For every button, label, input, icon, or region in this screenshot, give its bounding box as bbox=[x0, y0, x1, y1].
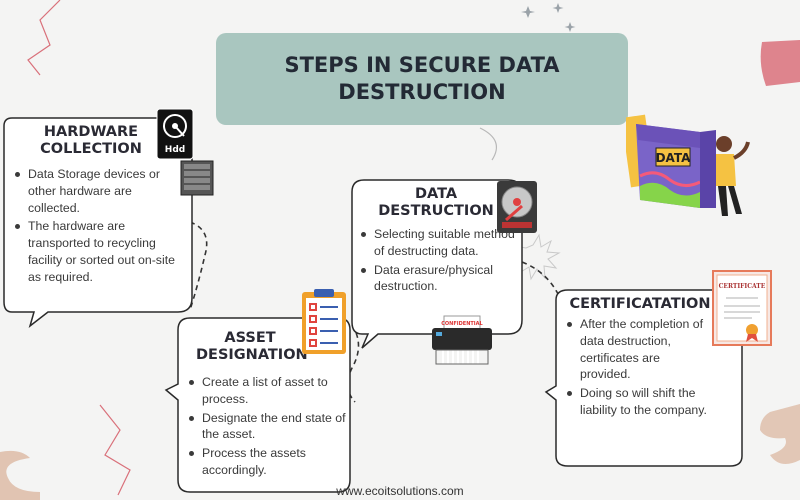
bubble-certification bbox=[544, 289, 743, 467]
step-list-asset-designation: Create a list of asset to process. Desig… bbox=[188, 374, 346, 481]
list-item: Selecting suitable method of destructing… bbox=[360, 226, 518, 260]
bubble-data-destruction bbox=[351, 179, 523, 349]
decorative-red-line bbox=[27, 0, 61, 76]
hdd-icon: Hdd bbox=[156, 108, 194, 160]
list-item: The hardware are transported to recyclin… bbox=[14, 218, 186, 285]
step-list-data-destruction: Selecting suitable method of destructing… bbox=[360, 226, 518, 297]
list-item: Designate the end state of the asset. bbox=[188, 410, 346, 444]
hard-disk-icon bbox=[497, 181, 537, 233]
decorative-red-line-bottom bbox=[99, 404, 131, 496]
decorative-gray-curve bbox=[479, 127, 498, 161]
list-item: After the completion of data destruction… bbox=[566, 316, 712, 383]
server-rack-icon bbox=[180, 160, 214, 196]
decorative-stars bbox=[521, 3, 576, 32]
certificate-label: CERTIFICATE bbox=[719, 283, 766, 290]
connector-1-2 bbox=[189, 221, 208, 311]
list-item: Doing so will shift the liability to the… bbox=[566, 385, 712, 419]
certificate-icon: CERTIFICATE bbox=[712, 270, 772, 346]
step-heading-data-destruction: DATA DESTRUCTION bbox=[378, 186, 494, 219]
decorative-tan-s-left bbox=[0, 450, 40, 500]
decorative-tan-s-right bbox=[760, 404, 800, 464]
book-label: DATA bbox=[656, 151, 692, 165]
footer-url: www.ecoitsolutions.com bbox=[336, 484, 464, 498]
bubble-asset-designation bbox=[164, 317, 351, 493]
list-item: Create a list of asset to process. bbox=[188, 374, 346, 408]
step-heading-hardware-collection: HARDWARE COLLECTION bbox=[40, 124, 142, 157]
data-book-illustration: DATA bbox=[626, 114, 750, 216]
shredder-icon: CONFIDENTIAL bbox=[432, 315, 492, 365]
decorative-pink-shape bbox=[760, 40, 800, 86]
bubble-hardware-collection bbox=[3, 117, 193, 329]
page-title: STEPS IN SECURE DATA DESTRUCTION bbox=[284, 53, 560, 104]
hdd-label: Hdd bbox=[165, 145, 185, 155]
list-item: Data erasure/physical destruction. bbox=[360, 262, 518, 296]
list-item: Data Storage devices or other hardware a… bbox=[14, 166, 186, 216]
step-list-certification: After the completion of data destruction… bbox=[566, 316, 712, 421]
connector-2-3 bbox=[346, 324, 360, 403]
step-heading-certification: CERTIFICATATION bbox=[569, 296, 711, 312]
title-banner: STEPS IN SECURE DATA DESTRUCTION bbox=[216, 33, 628, 125]
clipboard-checklist-icon bbox=[302, 289, 346, 354]
step-list-hardware-collection: Data Storage devices or other hardware a… bbox=[14, 166, 186, 288]
list-item: Process the assets accordingly. bbox=[188, 445, 346, 479]
shredder-label: CONFIDENTIAL bbox=[441, 321, 483, 327]
step-heading-asset-designation: ASSET DESIGNATION bbox=[196, 330, 308, 363]
